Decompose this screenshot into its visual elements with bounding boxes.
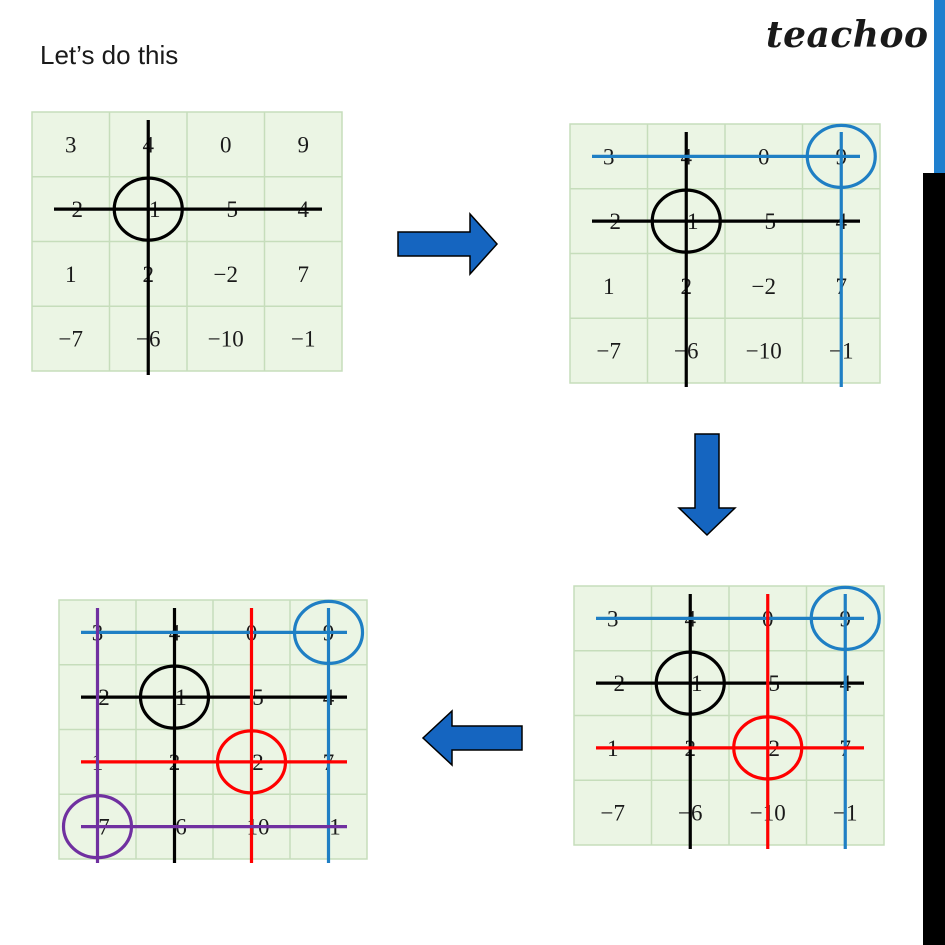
arrow-right-icon bbox=[397, 212, 499, 276]
selected-element-circle-black bbox=[654, 650, 726, 716]
matrix-cell: −2 bbox=[214, 262, 238, 287]
matrix-cell: 3 bbox=[65, 132, 77, 157]
step-3-matrix: 3409−2−1−5412−27−7−6−10−1 bbox=[573, 585, 885, 849]
matrix-cell: 0 bbox=[220, 132, 232, 157]
selected-element-circle-black bbox=[650, 188, 722, 254]
matrix-cell: 7 bbox=[298, 262, 310, 287]
step-2-matrix: 3409−2−1−5412−27−7−6−10−1 bbox=[569, 123, 881, 387]
selected-element-circle-blue bbox=[809, 585, 881, 651]
selected-element-circle-blue bbox=[292, 599, 365, 665]
selected-element-circle-purple bbox=[61, 794, 134, 860]
matrix-cell: −10 bbox=[746, 339, 782, 364]
matrix-cell: −7 bbox=[601, 801, 625, 826]
sidebar-accent-bar bbox=[934, 0, 945, 173]
matrix-cell: 1 bbox=[65, 262, 77, 287]
arrow-left-icon bbox=[421, 709, 523, 767]
matrix-cell: −10 bbox=[208, 327, 244, 352]
sidebar-dark-bar bbox=[923, 173, 945, 945]
matrix-cell: 9 bbox=[298, 132, 310, 157]
matrix-cell: −2 bbox=[752, 274, 776, 299]
matrix-cell: 1 bbox=[603, 274, 615, 299]
matrix-cell: −7 bbox=[597, 339, 621, 364]
matrix-cell: −7 bbox=[59, 327, 83, 352]
selected-element-circle-red bbox=[215, 729, 288, 795]
arrow-down-icon bbox=[677, 433, 737, 537]
step-4-matrix: 3409−2−1−5412−27−7−6−10−1 bbox=[58, 599, 368, 863]
step-1-matrix: 3409−2−1−5412−27−7−6−10−1 bbox=[31, 111, 343, 375]
matrix-steps-diagram: 3409−2−1−5412−27−7−6−10−1 3409−2−1−5412−2… bbox=[31, 111, 885, 863]
page-title: Let’s do this bbox=[40, 40, 179, 70]
selected-element-circle-black bbox=[138, 664, 211, 730]
selected-element-circle-red bbox=[732, 715, 804, 781]
matrix-cell: −1 bbox=[291, 327, 315, 352]
selected-element-circle-blue bbox=[805, 123, 877, 189]
teachoo-logo: teachoo bbox=[766, 14, 929, 56]
selected-element-circle-black bbox=[112, 176, 184, 242]
